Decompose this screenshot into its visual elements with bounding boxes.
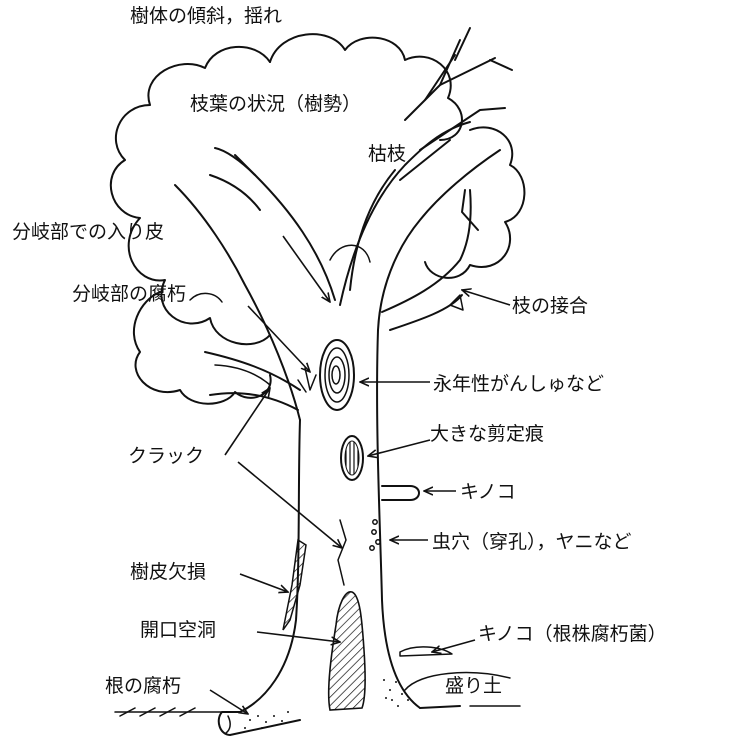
tree-trunk: [174, 121, 501, 713]
label-mound: 盛り土: [445, 675, 502, 697]
cavity: [327, 591, 366, 711]
foliage-canopy: [109, 33, 526, 405]
canker: [319, 339, 355, 411]
label-canker: 永年性がんしゅなど: [433, 373, 604, 395]
insect-holes: [369, 519, 381, 551]
pruning-wound: [340, 435, 364, 481]
dead-branches: [399, 27, 513, 181]
label-tilt: 樹体の傾斜，揺れ: [130, 5, 282, 27]
label-root-decay: 根の腐朽: [105, 675, 181, 697]
mound: [404, 671, 511, 691]
label-dead-branch: 枯枝: [368, 143, 406, 165]
label-graft: 枝の接合: [512, 295, 588, 317]
label-crack: クラック: [128, 445, 204, 467]
label-root-mushroom: キノコ（根株腐朽菌）: [478, 623, 667, 645]
label-insect-holes: 虫穴（穿孔），ヤニなど: [432, 531, 632, 553]
label-pruning-wound: 大きな剪定痕: [430, 423, 544, 445]
label-mushroom: キノコ: [460, 481, 516, 503]
bark-loss-area: [282, 538, 307, 631]
label-foliage: 枝葉の状況（樹勢）: [190, 93, 361, 115]
label-cavity: 開口空洞: [140, 619, 216, 641]
label-bark-loss: 樹皮欠損: [130, 561, 206, 583]
leader-lines: [209, 235, 511, 714]
labels: 樹体の傾斜，揺れ 枝葉の状況（樹勢） 枯枝 分岐部での入り皮 分岐部の腐朽 枝の…: [12, 5, 667, 697]
label-included-bark: 分岐部での入り皮: [12, 221, 164, 243]
mushroom-shape: [381, 485, 420, 501]
label-fork-decay: 分岐部の腐朽: [72, 283, 186, 305]
